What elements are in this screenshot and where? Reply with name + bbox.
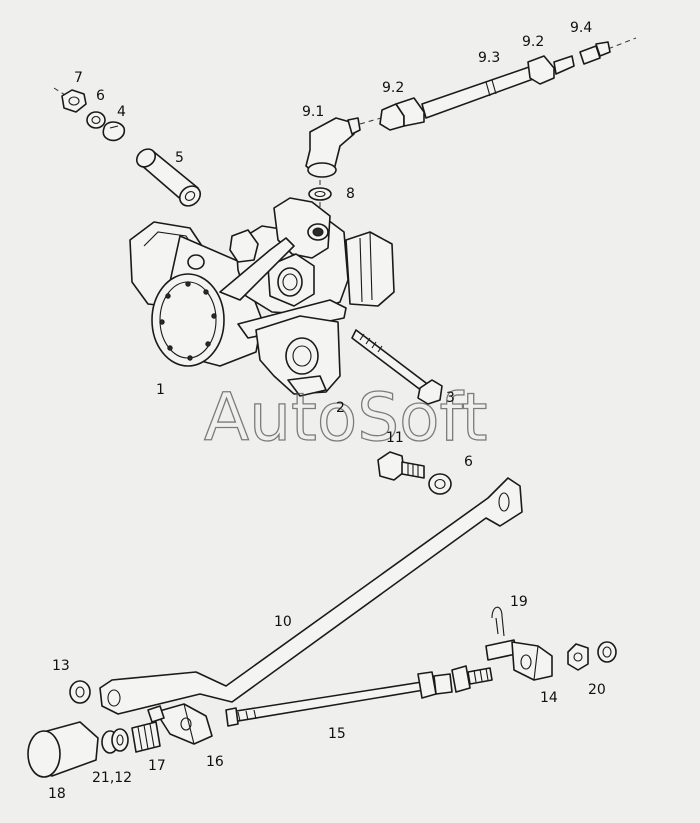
callout-1: 1 — [156, 382, 165, 398]
callout-20: 20 — [588, 682, 606, 698]
callout-10: 10 — [274, 614, 292, 630]
callout-13: 13 — [52, 658, 70, 674]
callout-7: 7 — [74, 70, 83, 86]
callout-14: 14 — [540, 690, 558, 706]
left-joint-parts — [27, 680, 213, 778]
callout-18: 18 — [48, 786, 66, 802]
callout-9-3: 9.3 — [478, 50, 500, 66]
callout-17: 17 — [148, 758, 166, 774]
callout-9-4: 9.4 — [570, 20, 592, 36]
callout-15: 15 — [328, 726, 346, 742]
right-joint-parts — [485, 606, 617, 681]
callout-4: 4 — [117, 104, 126, 120]
callout-9-1: 9.1 — [302, 104, 324, 120]
callout-labels: 7 6 4 5 9.1 9.2 9.3 9.2 9.4 8 1 2 3 11 6… — [48, 20, 606, 802]
valve-body — [129, 197, 443, 405]
small-parts-top-left — [53, 87, 202, 207]
callout-2: 2 — [336, 400, 345, 416]
callout-19: 19 — [510, 594, 528, 610]
callout-21-12: 21,12 — [92, 770, 132, 786]
callout-8: 8 — [346, 186, 355, 202]
callout-6-top: 6 — [96, 88, 105, 104]
watermark-text: AutoSoft — [204, 379, 487, 456]
callout-9-2-right: 9.2 — [522, 34, 544, 50]
callout-16: 16 — [206, 754, 224, 770]
callout-3: 3 — [446, 390, 455, 406]
linkage-rod — [225, 665, 493, 727]
pipe-assembly — [305, 37, 637, 222]
callout-9-2-left: 9.2 — [382, 80, 404, 96]
callout-5: 5 — [175, 150, 184, 166]
flange-bolts — [159, 281, 217, 361]
callout-11: 11 — [386, 430, 404, 446]
callout-6-mid: 6 — [464, 454, 473, 470]
lever — [99, 477, 523, 715]
bolt-and-washer — [377, 451, 452, 495]
